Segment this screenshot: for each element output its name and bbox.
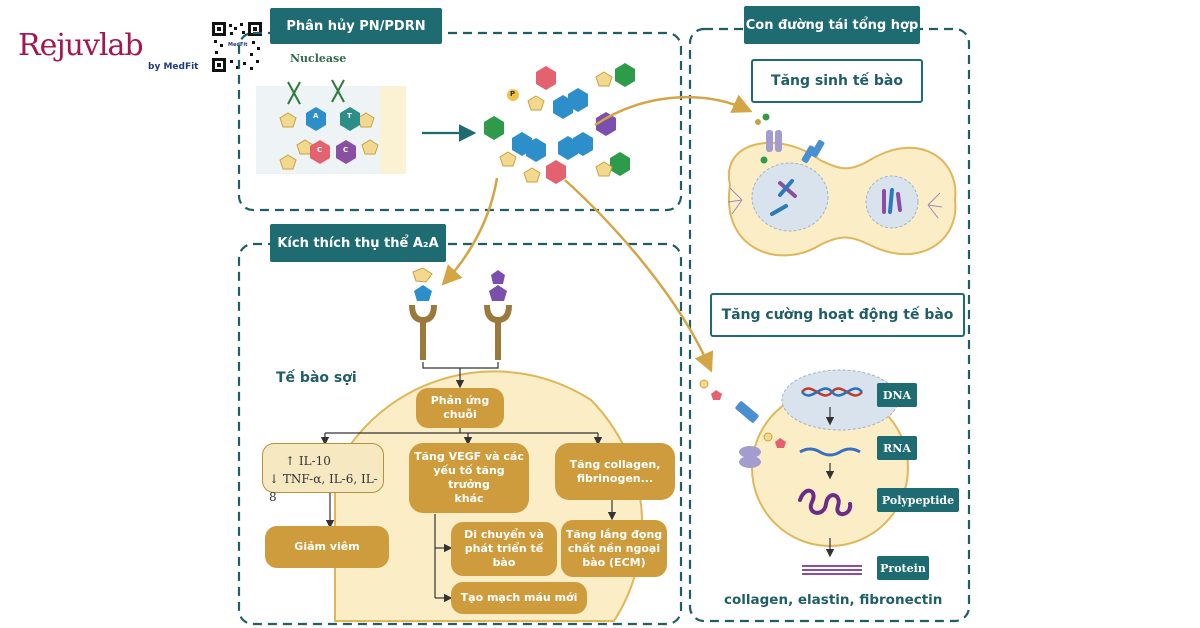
logo-brand: Rejuvlab [18, 28, 144, 63]
title-activity: Tăng cường hoạt động tế bào [710, 293, 965, 337]
title-a2a: Kích thích thụ thể A₂A [270, 224, 446, 262]
ecm-box: Tăng lắng đọng chất nền ngoại bào (ECM) [561, 520, 667, 577]
logo: Rejuvlab by MedFit [18, 28, 198, 72]
title-proliferation: Tăng sinh tế bào [751, 59, 923, 103]
dna-tag: DNA [877, 383, 917, 407]
polypeptide-tag: Polypeptide [877, 488, 959, 512]
nucleotide-c2: C [343, 146, 349, 154]
nucleotide-a: A [313, 112, 319, 120]
nucleotide-t: T [347, 112, 352, 120]
nucleotide-c1: C [317, 146, 323, 154]
title-breakdown: Phân hủy PN/PDRN [270, 8, 442, 44]
cytokine-line-2: ↓ TNF-α, IL-6, IL-8 [269, 472, 378, 504]
rna-tag: RNA [877, 436, 917, 460]
cytokine-line-1: ↑ IL-10 [285, 454, 331, 468]
cytokine-box: ↑ IL-10 ↓ TNF-α, IL-6, IL-8 [262, 443, 384, 504]
angiogenesis-box: Tạo mạch máu mới [451, 582, 587, 614]
qr-center-text: MedFit [228, 42, 248, 48]
vegf-box: Tăng VEGF và các yếu tố tăng trưởng khác [409, 443, 529, 513]
nuclease-label: Nuclease [290, 52, 347, 65]
receptors [409, 305, 512, 360]
fibroblast-label: Tế bào sợi [276, 370, 357, 386]
footer-products: collagen, elastin, fibronectin [724, 592, 943, 608]
migration-box: Di chuyển và phát triển tế bào [451, 522, 557, 576]
phosphate-p: P [510, 90, 516, 98]
protein-tag: Protein [877, 556, 929, 580]
chain-reaction-box: Phản ứng chuỗi [416, 388, 504, 428]
frame-breakdown [237, 31, 683, 212]
collagen-box: Tăng collagen, fibrinogen... [555, 443, 675, 500]
logo-sub: by MedFit [148, 62, 199, 72]
title-salvage: Con đường tái tổng hợp [744, 6, 920, 44]
reduce-inflammation-box: Giảm viêm [265, 526, 389, 568]
